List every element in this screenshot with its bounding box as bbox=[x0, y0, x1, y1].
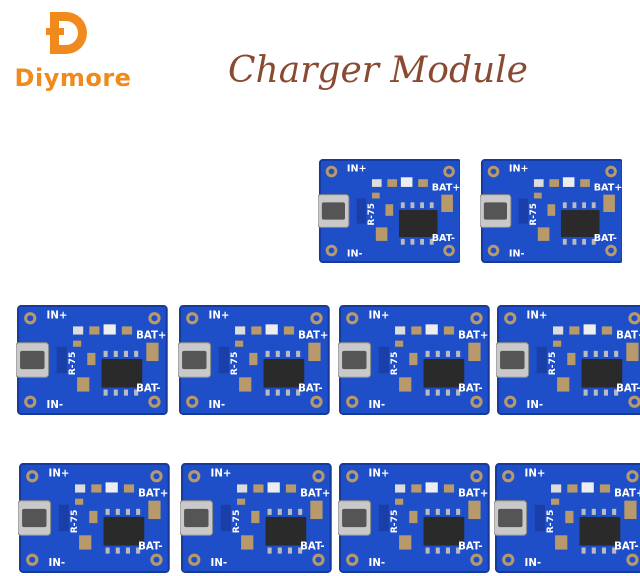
resistor-label: R-75 bbox=[229, 352, 240, 376]
resistor-label: R-75 bbox=[529, 203, 539, 225]
bat-minus-label: BAT- bbox=[458, 542, 483, 553]
in-minus-label: IN- bbox=[369, 400, 386, 411]
charger-board-graphic: IN+ IN- BAT+ BAT- R-75 bbox=[480, 158, 622, 264]
bat-plus-label: BAT+ bbox=[458, 489, 488, 500]
bat-minus-label: BAT- bbox=[298, 384, 323, 395]
charger-module-board: IN+ IN- BAT+ BAT- R-75 bbox=[180, 462, 332, 574]
in-plus-label: IN+ bbox=[47, 310, 68, 321]
bat-minus-label: BAT- bbox=[458, 384, 483, 395]
charger-module-board: IN+ IN- BAT+ BAT- R-75 bbox=[318, 158, 460, 264]
resistor-label: R-75 bbox=[367, 203, 377, 225]
charger-module-board: IN+ IN- BAT+ BAT- R-75 bbox=[494, 462, 640, 574]
bat-minus-label: BAT- bbox=[138, 542, 163, 553]
resistor-label: R-75 bbox=[389, 510, 400, 534]
in-minus-label: IN- bbox=[509, 248, 525, 259]
bat-plus-label: BAT+ bbox=[298, 331, 328, 342]
in-plus-label: IN+ bbox=[369, 468, 390, 479]
charger-module-board: IN+ IN- BAT+ BAT- R-75 bbox=[338, 304, 490, 416]
bat-minus-label: BAT- bbox=[616, 384, 640, 395]
in-minus-label: IN- bbox=[369, 558, 386, 569]
bat-plus-label: BAT+ bbox=[432, 183, 460, 194]
brand-logo: Diymore bbox=[8, 6, 131, 92]
in-plus-label: IN+ bbox=[525, 468, 546, 479]
bat-plus-label: BAT+ bbox=[138, 489, 168, 500]
bat-plus-label: BAT+ bbox=[136, 331, 166, 342]
resistor-label: R-75 bbox=[547, 352, 558, 376]
bat-minus-label: BAT- bbox=[136, 384, 161, 395]
resistor-label: R-75 bbox=[389, 352, 400, 376]
in-minus-label: IN- bbox=[49, 558, 66, 569]
bat-minus-label: BAT- bbox=[614, 542, 639, 553]
charger-board-graphic: IN+ IN- BAT+ BAT- R-75 bbox=[318, 158, 460, 264]
bat-plus-label: BAT+ bbox=[458, 331, 488, 342]
in-minus-label: IN- bbox=[527, 400, 544, 411]
resistor-label: R-75 bbox=[67, 352, 78, 376]
resistor-label: R-75 bbox=[545, 510, 556, 534]
in-plus-label: IN+ bbox=[527, 310, 548, 321]
charger-board-graphic: IN+ IN- BAT+ BAT- R-75 bbox=[16, 305, 168, 415]
page-title: Charger Module bbox=[228, 50, 528, 91]
charger-module-board: IN+ IN- BAT+ BAT- R-75 bbox=[338, 462, 490, 574]
charger-board-graphic: IN+ IN- BAT+ BAT- R-75 bbox=[18, 463, 170, 573]
in-minus-label: IN- bbox=[347, 248, 363, 259]
bat-plus-label: BAT+ bbox=[300, 489, 330, 500]
in-plus-label: IN+ bbox=[209, 310, 230, 321]
charger-board-graphic: IN+ IN- BAT+ BAT- R-75 bbox=[180, 463, 332, 573]
in-plus-label: IN+ bbox=[211, 468, 232, 479]
in-plus-label: IN+ bbox=[369, 310, 390, 321]
resistor-label: R-75 bbox=[231, 510, 242, 534]
charger-module-board: IN+ IN- BAT+ BAT- R-75 bbox=[16, 304, 168, 416]
in-minus-label: IN- bbox=[209, 400, 226, 411]
bat-minus-label: BAT- bbox=[594, 233, 617, 244]
charger-board-graphic: IN+ IN- BAT+ BAT- R-75 bbox=[496, 305, 640, 415]
charger-module-board: IN+ IN- BAT+ BAT- R-75 bbox=[178, 304, 330, 416]
brand-name: Diymore bbox=[14, 64, 132, 92]
charger-module-board: IN+ IN- BAT+ BAT- R-75 bbox=[480, 158, 622, 264]
bat-minus-label: BAT- bbox=[432, 233, 455, 244]
charger-board-graphic: IN+ IN- BAT+ BAT- R-75 bbox=[178, 305, 330, 415]
charger-module-board: IN+ IN- BAT+ BAT- R-75 bbox=[496, 304, 640, 416]
diymore-logo-icon bbox=[46, 12, 87, 54]
charger-board-graphic: IN+ IN- BAT+ BAT- R-75 bbox=[338, 463, 490, 573]
in-plus-label: IN+ bbox=[49, 468, 70, 479]
in-minus-label: IN- bbox=[211, 558, 228, 569]
charger-board-graphic: IN+ IN- BAT+ BAT- R-75 bbox=[338, 305, 490, 415]
bat-minus-label: BAT- bbox=[300, 542, 325, 553]
bat-plus-label: BAT+ bbox=[616, 331, 640, 342]
in-minus-label: IN- bbox=[47, 400, 64, 411]
bat-plus-label: BAT+ bbox=[594, 183, 622, 194]
charger-module-board: IN+ IN- BAT+ BAT- R-75 bbox=[18, 462, 170, 574]
in-minus-label: IN- bbox=[525, 558, 542, 569]
in-plus-label: IN+ bbox=[509, 163, 529, 174]
bat-plus-label: BAT+ bbox=[614, 489, 640, 500]
in-plus-label: IN+ bbox=[347, 163, 367, 174]
resistor-label: R-75 bbox=[69, 510, 80, 534]
charger-board-graphic: IN+ IN- BAT+ BAT- R-75 bbox=[494, 463, 640, 573]
